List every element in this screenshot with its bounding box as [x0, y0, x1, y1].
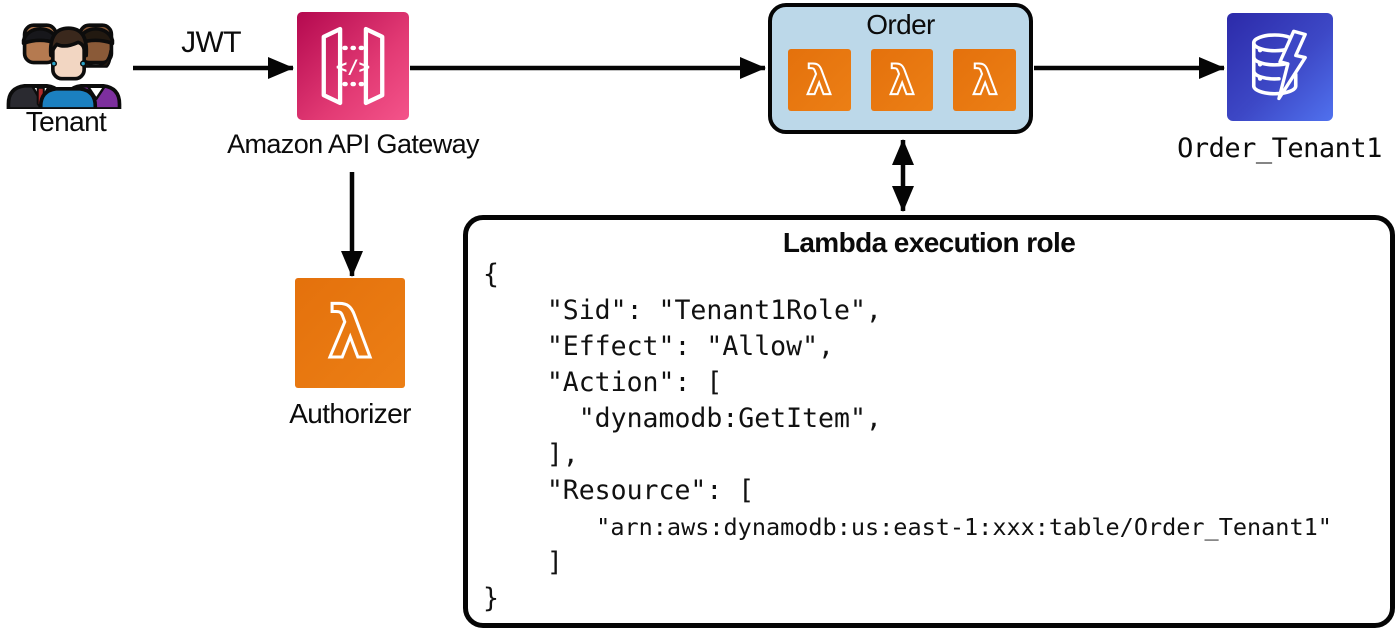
lambda-execution-role-title: Lambda execution role [782, 227, 1076, 258]
dynamodb-icon [1227, 13, 1333, 121]
dynamodb-table-label: Order_Tenant1 [1177, 133, 1382, 164]
svg-text:λ: λ [889, 58, 914, 104]
lambda-icon: λ [788, 49, 851, 111]
order-lambda-row: λ λ λ [788, 49, 1017, 111]
authorizer-lambda-icon: λ [295, 278, 405, 388]
api-gateway-icon: </> [297, 12, 409, 120]
svg-text:λ: λ [807, 58, 832, 104]
code-line: "Effect": "Allow", [483, 331, 834, 362]
lambda-icon: λ [953, 49, 1017, 111]
code-line: "Action": [ [483, 367, 723, 398]
authorizer-label: Authorizer [289, 398, 411, 429]
svg-text:λ: λ [972, 58, 997, 104]
lightning-bolt-glyph [1277, 29, 1307, 101]
lambda-execution-role-box [463, 215, 1395, 628]
order-group-title: Order [866, 9, 935, 40]
code-line: "Resource": [ [483, 475, 755, 506]
tenant-users-icon [6, 23, 122, 109]
code-line: "arn:aws:dynamodb:us:east-1:xxx:table/Or… [483, 513, 1332, 541]
code-line: { [483, 259, 499, 290]
code-line: ], [483, 439, 579, 470]
tenant-label: Tenant [25, 106, 107, 137]
code-line: "Sid": "Tenant1Role", [483, 295, 882, 326]
code-line: } [483, 583, 499, 614]
jwt-label: JWT [181, 26, 241, 59]
code-line: ] [483, 547, 563, 578]
api-gateway-label: Amazon API Gateway [227, 129, 479, 159]
code-line: "dynamodb:GetItem", [483, 403, 882, 434]
svg-text:λ: λ [328, 292, 372, 374]
lambda-icon: λ [870, 49, 934, 111]
code-slash-glyph: </> [336, 56, 370, 78]
iam-policy-code-block: { "Sid": "Tenant1Role", "Effect": "Allow… [483, 257, 1383, 617]
